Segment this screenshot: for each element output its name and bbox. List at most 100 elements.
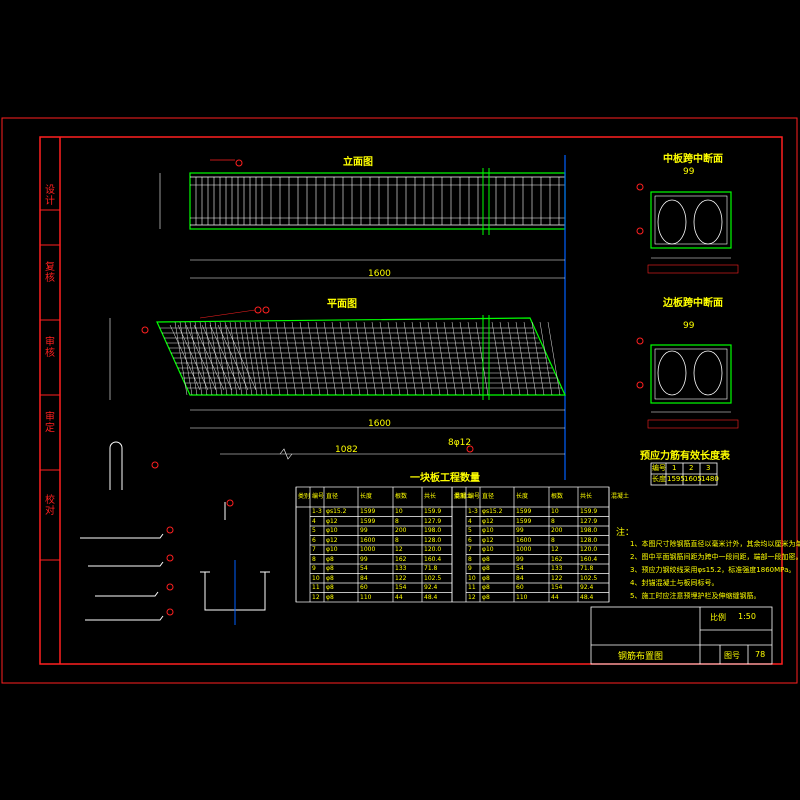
figure-no-label: 图号 <box>724 651 740 660</box>
quantity-cell: 71.8 <box>580 565 594 572</box>
quantity-cell: 9 <box>312 565 316 572</box>
figure-no: 78 <box>755 650 766 659</box>
quantity-cell: 48.4 <box>424 593 438 601</box>
quantity-header: 编号 <box>312 493 325 500</box>
quantity-cell: 8 <box>395 536 399 544</box>
quantity-cell: 5 <box>312 527 316 534</box>
quantity-cell: 1000 <box>516 546 532 553</box>
quantity-cell: 162 <box>395 555 407 563</box>
quantity-header: 根数 <box>395 493 408 500</box>
side-strip-label: 审核 <box>45 337 55 359</box>
quantity-header: 编号 <box>468 493 481 500</box>
quantity-cell: φs15.2 <box>326 508 347 515</box>
quantity-cell: 1600 <box>360 536 376 544</box>
quantity-cell: 1000 <box>360 546 376 553</box>
bar-mark-label: 8φ12 <box>448 438 472 448</box>
side-section-view <box>636 337 739 429</box>
note-line: 2、图中平面钢筋间距为跨中一段间距，端部一段加密。 <box>630 553 800 561</box>
section-width-label: 99 <box>683 167 695 177</box>
prestress-row-label: 长度 <box>652 475 666 483</box>
quantity-cell: 120.0 <box>580 546 598 553</box>
quantity-cell: 5 <box>468 527 472 534</box>
quantity-header: 长度 <box>516 493 529 500</box>
mid-section-view <box>636 183 739 274</box>
quantity-cell: 128.0 <box>424 536 442 544</box>
quantity-header: 直径 <box>482 493 495 500</box>
quantity-cell: 44 <box>551 593 559 601</box>
quantity-cell: 44 <box>395 593 403 601</box>
quantity-cell: 84 <box>516 574 524 582</box>
prestress-value: 1595 <box>667 475 685 483</box>
quantity-cell: 200 <box>551 527 563 534</box>
prestress-number: 1 <box>672 464 677 472</box>
quantity-cell: 1600 <box>516 536 532 544</box>
quantity-cell: 84 <box>360 574 368 582</box>
quantity-cell: 60 <box>516 584 524 591</box>
prestress-value: 1480 <box>701 475 719 483</box>
quantity-cell: φ8 <box>326 574 334 582</box>
quantity-table-grid <box>295 486 610 603</box>
side-section-title: 边板跨中断面 <box>663 298 723 309</box>
quantity-cell: 122 <box>395 574 407 582</box>
elevation-title: 立面图 <box>343 157 373 168</box>
quantity-cell: 102.5 <box>424 574 442 582</box>
quantity-header: 共长 <box>580 493 593 500</box>
quantity-cell: 6 <box>312 536 316 544</box>
quantity-cell: 133 <box>551 565 563 572</box>
quantity-cell: 54 <box>360 565 368 572</box>
quantity-cell: 12 <box>395 546 403 553</box>
quantity-cell: 92.4 <box>580 584 594 591</box>
quantity-cell: φs15.2 <box>482 508 503 515</box>
quantity-cell: φ12 <box>326 517 338 525</box>
quantity-cell: 1-3 <box>312 508 322 515</box>
quantity-cell: 10 <box>468 574 476 582</box>
quantity-cell: 12 <box>551 546 559 553</box>
quantity-cell: 159.9 <box>580 508 598 515</box>
quantity-cell: 99 <box>516 555 524 563</box>
quantity-cell: φ8 <box>482 555 490 563</box>
mid-section-title: 中板跨中断面 <box>663 154 723 165</box>
quantity-cell: 6 <box>468 536 472 544</box>
quantity-cell: 162 <box>551 555 563 563</box>
quantity-cell: φ8 <box>482 584 490 591</box>
quantity-header: 共长 <box>424 493 437 500</box>
quantity-cell: 4 <box>312 517 316 525</box>
side-strip-label: 校对 <box>45 495 55 517</box>
quantity-cell: 9 <box>468 565 472 572</box>
quantity-cell: 200 <box>395 527 407 534</box>
drawing-title: 钢筋布置图 <box>618 652 664 662</box>
quantity-cell: 99 <box>360 527 368 534</box>
note-line: 5、施工时应注意预埋护栏及伸缩缝钢筋。 <box>630 592 761 600</box>
quantity-header: 类别 <box>298 493 311 500</box>
quantity-cell: 1599 <box>516 508 532 515</box>
quantity-cell: 128.0 <box>580 536 598 544</box>
quantity-cell: 92.4 <box>424 584 438 591</box>
quantity-header: 根数 <box>551 493 564 500</box>
quantity-cell: φ8 <box>326 565 334 572</box>
prestress-header: 编号 <box>652 464 666 472</box>
quantity-cell: φ8 <box>482 565 490 572</box>
quantity-cell: 133 <box>395 565 407 572</box>
quantity-header: 类别 <box>454 493 467 500</box>
prestress-table-title: 预应力筋有效长度表 <box>640 451 730 462</box>
quantity-header: 混凝土 <box>611 493 630 500</box>
note-line: 3、预应力钢绞线采用φs15.2，标准强度1860MPa。 <box>630 566 796 574</box>
quantity-header: 直径 <box>326 493 339 500</box>
quantity-cell: 1-3 <box>468 508 478 515</box>
quantity-cell: 160.4 <box>580 555 598 563</box>
span-mark-label: 1082 <box>335 445 358 455</box>
quantity-cell: 12 <box>312 593 320 601</box>
quantity-cell: 1599 <box>360 508 376 515</box>
quantity-cell: 154 <box>551 584 563 591</box>
side-strip-label: 设计 <box>45 185 55 207</box>
quantity-cell: φ12 <box>482 517 494 525</box>
total-length-label: 1600 <box>368 269 391 279</box>
quantity-cell: 8 <box>551 536 555 544</box>
quantity-cell: φ12 <box>482 536 494 544</box>
quantity-cell: 10 <box>551 508 559 515</box>
outer-frame <box>1 117 798 684</box>
plan-title: 平面图 <box>327 299 357 310</box>
quantity-cell: 7 <box>312 546 316 553</box>
quantity-cell: 11 <box>468 584 476 591</box>
